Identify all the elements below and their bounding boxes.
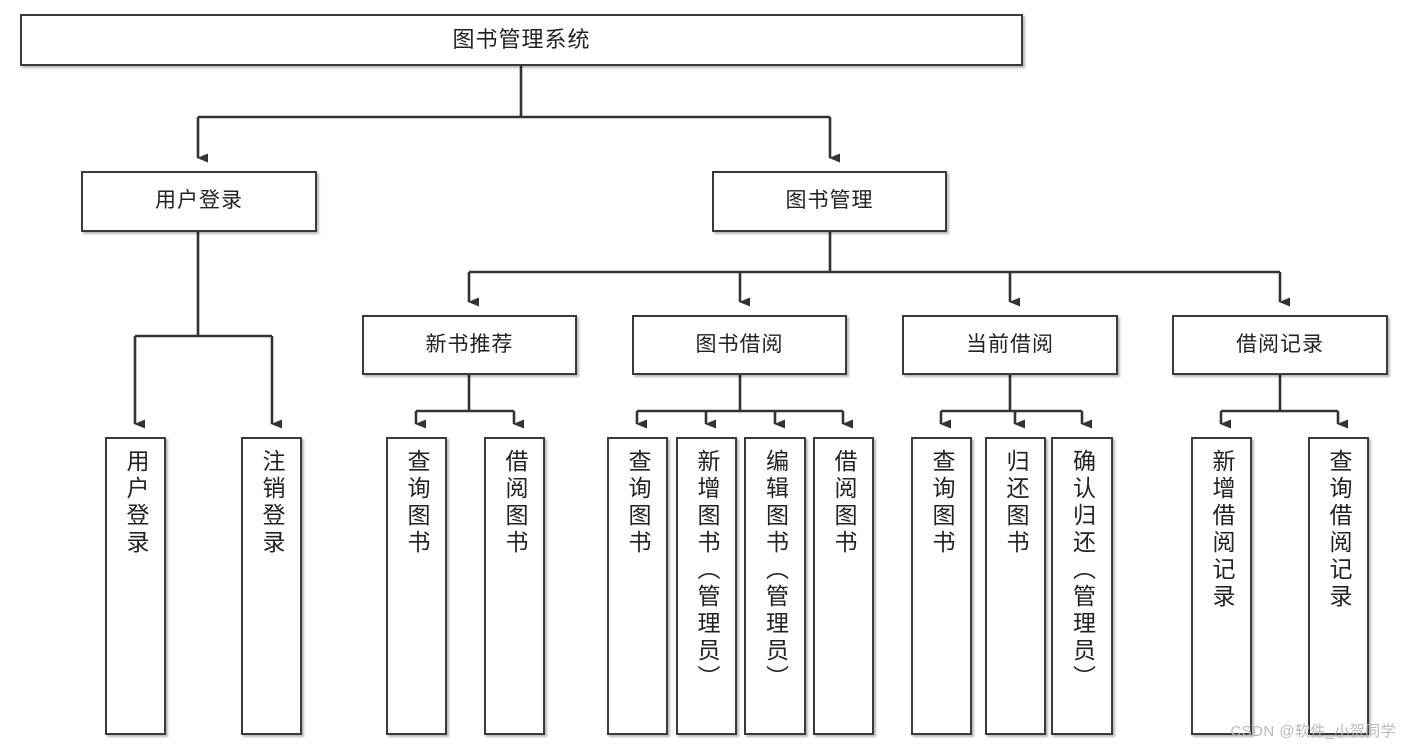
- node-label: 图书管理系统: [452, 27, 591, 53]
- node-borrow-record[interactable]: 借阅记录: [1172, 315, 1388, 375]
- node-label: 查询借阅记录: [1326, 449, 1352, 611]
- node-label: 编辑图书（管理员）: [762, 449, 789, 692]
- node-label: 归还图书: [1003, 449, 1029, 557]
- csdn-watermark: CSDN @软件_小贺同学: [1230, 723, 1396, 740]
- node-leaf-query-book-current[interactable]: 查询图书: [911, 437, 972, 735]
- node-label: 用户登录: [123, 449, 149, 557]
- node-leaf-query-borrow-record[interactable]: 查询借阅记录: [1308, 437, 1369, 735]
- node-label: 查询图书: [625, 449, 651, 557]
- node-new-book-recommend[interactable]: 新书推荐: [362, 315, 577, 375]
- node-book-borrow[interactable]: 图书借阅: [632, 315, 847, 375]
- node-leaf-edit-book[interactable]: 编辑图书（管理员）: [744, 437, 806, 735]
- node-book-management[interactable]: 图书管理: [712, 171, 947, 232]
- node-root-system[interactable]: 图书管理系统: [20, 14, 1023, 66]
- node-label: 借阅图书: [502, 449, 528, 557]
- node-current-borrow[interactable]: 当前借阅: [902, 315, 1118, 375]
- node-leaf-add-book[interactable]: 新增图书（管理员）: [676, 437, 737, 735]
- node-leaf-logout-login[interactable]: 注销登录: [241, 437, 302, 735]
- node-label: 新增图书（管理员）: [694, 449, 720, 692]
- node-leaf-confirm-return[interactable]: 确认归还（管理员）: [1051, 437, 1113, 735]
- node-label: 图书借阅: [695, 332, 784, 356]
- node-label: 借阅图书: [831, 449, 857, 557]
- node-label: 注销登录: [259, 449, 285, 557]
- node-label: 当前借阅: [966, 332, 1054, 356]
- node-leaf-add-borrow-record[interactable]: 新增借阅记录: [1191, 437, 1252, 735]
- node-label: 图书管理: [785, 189, 874, 213]
- node-label: 新书推荐: [425, 332, 514, 356]
- node-leaf-borrow-book-recommend[interactable]: 借阅图书: [484, 437, 545, 735]
- node-label: 查询图书: [404, 449, 430, 557]
- node-leaf-borrow-book[interactable]: 借阅图书: [813, 437, 874, 735]
- node-label: 新增借阅记录: [1209, 449, 1235, 611]
- node-label: 用户登录: [155, 189, 243, 213]
- node-leaf-user-login[interactable]: 用户登录: [105, 437, 166, 735]
- node-leaf-return-book[interactable]: 归还图书: [985, 437, 1046, 735]
- node-leaf-query-book-borrow[interactable]: 查询图书: [607, 437, 668, 735]
- node-user-login[interactable]: 用户登录: [81, 171, 317, 232]
- node-label: 确认归还（管理员）: [1069, 449, 1096, 692]
- node-label: 借阅记录: [1236, 332, 1324, 356]
- node-label: 查询图书: [929, 449, 955, 557]
- node-leaf-query-book-recommend[interactable]: 查询图书: [386, 437, 447, 735]
